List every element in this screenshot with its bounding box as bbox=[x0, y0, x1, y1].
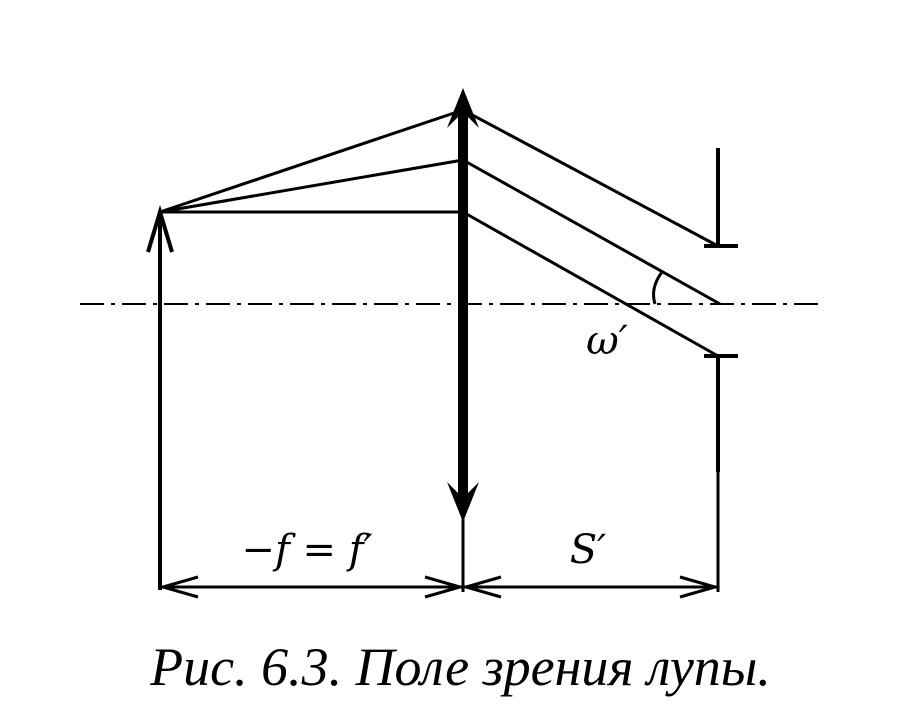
lens bbox=[447, 88, 479, 592]
figure-caption: Рис. 6.3. Поле зрения лупы. bbox=[150, 637, 771, 697]
object-arrow bbox=[146, 205, 174, 590]
focal-length-label: −f = f′ bbox=[241, 527, 372, 573]
eye-distance-label: S′ bbox=[570, 527, 606, 573]
incident-rays bbox=[159, 108, 464, 214]
dimension-focal-length bbox=[157, 575, 466, 599]
field-angle-arc bbox=[652, 271, 664, 305]
dimension-eye-distance bbox=[460, 575, 721, 599]
field-angle-label: ω′ bbox=[586, 318, 628, 364]
eye-pupil-stop bbox=[704, 148, 738, 592]
refracted-rays bbox=[462, 108, 721, 358]
